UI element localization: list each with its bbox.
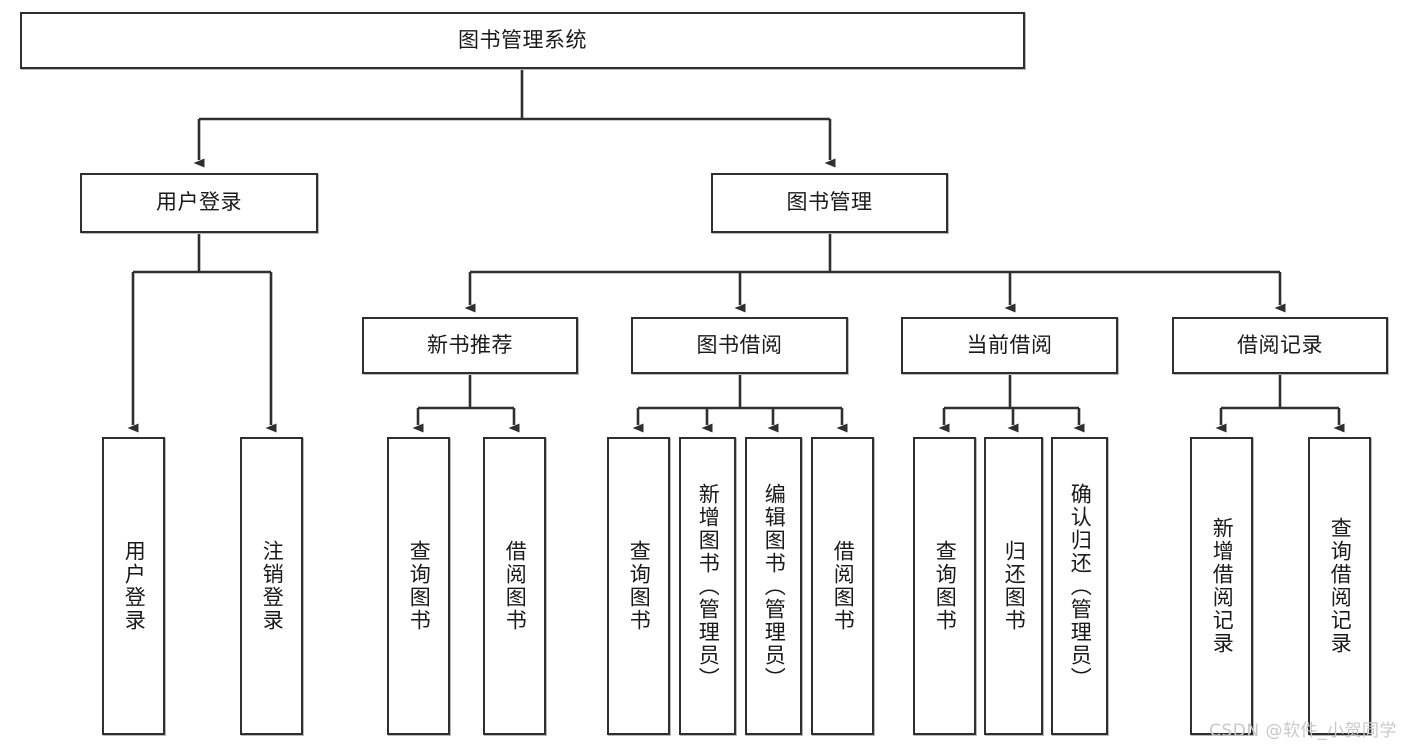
node-new-book-recommend-label: 新书推荐 — [427, 332, 513, 357]
node-leaf-query-record-label: 查询借阅记录 — [1328, 517, 1353, 655]
node-leaf-query-book-1-label: 查询图书 — [407, 540, 432, 632]
node-leaf-add-book-label: 新增图书（管理员） — [696, 482, 721, 690]
node-user-login[interactable]: 用户登录 — [80, 173, 318, 233]
node-leaf-borrow-book-1-label: 借阅图书 — [503, 540, 528, 632]
node-leaf-query-book-2-label: 查询图书 — [627, 540, 652, 632]
node-book-borrow-label: 图书借阅 — [696, 332, 783, 357]
node-root-label: 图书管理系统 — [458, 27, 587, 52]
node-leaf-user-login[interactable]: 用户登录 — [102, 437, 165, 735]
node-leaf-query-book-2[interactable]: 查询图书 — [607, 437, 670, 735]
node-leaf-add-book[interactable]: 新增图书（管理员） — [679, 437, 736, 735]
node-leaf-user-login-label: 用户登录 — [122, 540, 147, 632]
node-current-borrow[interactable]: 当前借阅 — [901, 317, 1118, 374]
node-book-borrow[interactable]: 图书借阅 — [631, 317, 848, 374]
node-leaf-query-book-3-label: 查询图书 — [933, 540, 958, 632]
node-book-manage[interactable]: 图书管理 — [711, 173, 948, 233]
node-leaf-confirm-return-label: 确认归还（管理员） — [1068, 482, 1093, 690]
node-root[interactable]: 图书管理系统 — [20, 12, 1025, 69]
node-user-login-label: 用户登录 — [156, 190, 242, 215]
node-borrow-record[interactable]: 借阅记录 — [1172, 317, 1388, 374]
node-borrow-record-label: 借阅记录 — [1237, 332, 1323, 357]
node-leaf-add-record[interactable]: 新增借阅记录 — [1190, 437, 1253, 735]
node-leaf-query-book-1[interactable]: 查询图书 — [387, 437, 450, 735]
node-leaf-edit-book-label: 编辑图书（管理员） — [762, 482, 787, 690]
node-book-manage-label: 图书管理 — [786, 190, 873, 215]
node-leaf-return-book[interactable]: 归还图书 — [984, 437, 1043, 735]
node-leaf-confirm-return[interactable]: 确认归还（管理员） — [1051, 437, 1108, 735]
node-leaf-borrow-book-2[interactable]: 借阅图书 — [811, 437, 874, 735]
node-new-book-recommend[interactable]: 新书推荐 — [362, 317, 578, 374]
node-leaf-add-record-label: 新增借阅记录 — [1210, 517, 1235, 655]
node-leaf-return-book-label: 归还图书 — [1002, 540, 1027, 632]
node-leaf-logout-label: 注销登录 — [260, 540, 285, 632]
node-leaf-borrow-book-2-label: 借阅图书 — [831, 540, 856, 632]
node-current-borrow-label: 当前借阅 — [966, 332, 1053, 357]
node-leaf-logout[interactable]: 注销登录 — [240, 437, 303, 735]
node-leaf-edit-book[interactable]: 编辑图书（管理员） — [745, 437, 802, 735]
node-leaf-borrow-book-1[interactable]: 借阅图书 — [483, 437, 546, 735]
node-leaf-query-book-3[interactable]: 查询图书 — [913, 437, 976, 735]
node-leaf-query-record[interactable]: 查询借阅记录 — [1308, 437, 1371, 735]
